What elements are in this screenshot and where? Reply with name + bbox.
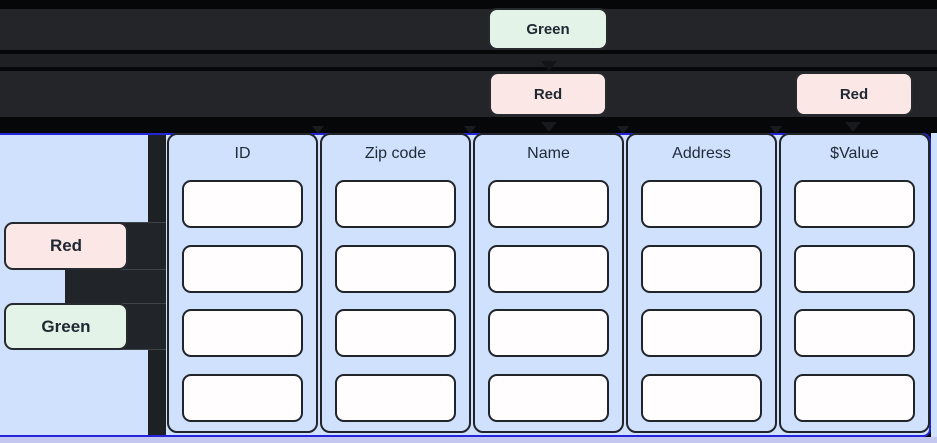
table-cell[interactable] [794, 309, 915, 357]
table-cell[interactable] [488, 245, 609, 293]
column-name[interactable]: Name [473, 133, 624, 433]
green-badge-left[interactable]: Green [4, 303, 128, 350]
table-cell[interactable] [335, 309, 456, 357]
arrowhead-red-to-value-column [845, 122, 861, 132]
column-header: Name [527, 145, 570, 162]
table-cell[interactable] [488, 374, 609, 422]
arrowhead-column-gap-3 [617, 126, 629, 134]
table-cell[interactable] [182, 374, 303, 422]
table-cell[interactable] [182, 180, 303, 228]
lane-top [0, 9, 937, 50]
lane-thin [0, 54, 937, 67]
column-value[interactable]: $Value [779, 133, 930, 433]
green-badge-top[interactable]: Green [488, 8, 608, 50]
red-badge-top-center[interactable]: Red [489, 72, 607, 116]
table-cell[interactable] [182, 309, 303, 357]
table-cell[interactable] [641, 180, 762, 228]
arrowhead-column-gap-2 [464, 126, 476, 134]
arrowhead-red-to-name-column [541, 122, 557, 132]
column-header: $Value [830, 145, 879, 162]
column-header: ID [234, 145, 251, 162]
table-cell[interactable] [641, 374, 762, 422]
table-cell[interactable] [488, 309, 609, 357]
column-header: Zip code [364, 145, 427, 162]
column-zip-code[interactable]: Zip code [320, 133, 471, 433]
column-id[interactable]: ID [167, 133, 318, 433]
table-cell[interactable] [488, 180, 609, 228]
table-cell[interactable] [794, 180, 915, 228]
column-header: Address [672, 145, 731, 162]
table-cell[interactable] [182, 245, 303, 293]
arrowhead-column-gap-1 [312, 126, 324, 134]
table-cell[interactable] [794, 245, 915, 293]
table-cell[interactable] [641, 245, 762, 293]
arrowhead-column-gap-4 [770, 126, 782, 134]
table-cell[interactable] [335, 180, 456, 228]
table-cell[interactable] [335, 374, 456, 422]
arrowhead-green-to-red [541, 61, 557, 71]
table-cell[interactable] [335, 245, 456, 293]
behind-card-bottom-strip [0, 437, 937, 443]
lane-middle [0, 71, 937, 117]
red-badge-top-right[interactable]: Red [795, 72, 913, 116]
table-cell[interactable] [641, 309, 762, 357]
table-cell[interactable] [794, 374, 915, 422]
column-address[interactable]: Address [626, 133, 777, 433]
behind-card-right-sliver[interactable] [931, 133, 937, 437]
red-badge-left[interactable]: Red [4, 222, 128, 270]
